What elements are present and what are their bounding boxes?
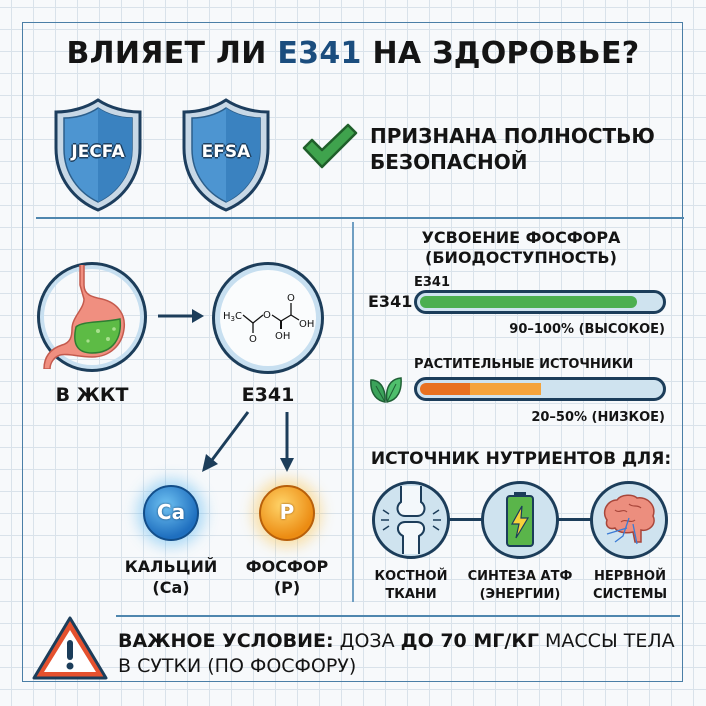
calcium-label-line2: (Ca): [152, 578, 190, 597]
shield-icon: [54, 98, 142, 212]
phosphorus-element: P: [259, 485, 315, 541]
atp-label-line1: СИНТЕЗА АТФ: [467, 569, 573, 584]
bar2-fill-high: [470, 383, 541, 395]
nervous-label-line1: НЕРВНОЙ: [593, 569, 666, 584]
warning-dose: ДО 70 МГ/КГ: [400, 630, 539, 652]
svg-text:OH: OH: [299, 319, 314, 330]
warning-line-2: В СУТКИ (ПО ФОСФОРУ): [118, 655, 357, 677]
section-divider-top: [36, 217, 684, 219]
safety-status: ПРИЗНАНА ПОЛНОСТЬЮ БЕЗОПАСНОЙ: [370, 123, 655, 175]
calcium-symbol: Ca: [156, 500, 186, 524]
efsa-shield: EFSA: [176, 96, 276, 214]
bar1-fill: [420, 296, 637, 308]
svg-text:H3C: H3C: [223, 311, 242, 323]
warning-normal-1: ДОЗА: [333, 630, 401, 652]
status-line-2: БЕЗОПАСНОЙ: [370, 150, 528, 174]
nervous-label-line2: СИСТЕМЫ: [592, 587, 668, 602]
gi-tract-label: В ЖКТ: [55, 384, 129, 406]
title-highlight: E341: [277, 36, 362, 71]
section-divider-bottom: [116, 615, 680, 617]
stomach-icon: [43, 265, 126, 369]
jecfa-shield: JECFA: [48, 96, 148, 214]
svg-text:O: O: [287, 293, 295, 304]
shield-label: EFSA: [201, 142, 251, 162]
check-icon: [302, 123, 358, 169]
phosphorus-label-line2: (P): [273, 578, 301, 597]
warning-normal-2: МАССЫ ТЕЛА: [538, 630, 675, 652]
warning-line-1: ВАЖНОЕ УСЛОВИЕ: ДОЗА ДО 70 МГ/КГ МАССЫ Т…: [118, 629, 675, 654]
infographic-frame: [22, 22, 683, 682]
shield-label: JECFA: [71, 142, 125, 162]
bone-label-line1: КОСТНОЙ: [374, 569, 448, 584]
section-divider-vertical: [352, 222, 354, 602]
bar2-fill-low: [420, 383, 470, 395]
plant-bioavailability-bar: [414, 377, 666, 401]
svg-text:O: O: [263, 310, 271, 321]
svg-text:O: O: [249, 334, 257, 345]
brain-icon: [603, 494, 655, 545]
stomach-circle: [37, 262, 147, 372]
bar1-side-label: E341: [368, 292, 413, 311]
phosphorus-label-line1: ФОСФОР: [245, 557, 329, 576]
bioavailability-title-line1: УСВОЕНИЕ ФОСФОРА: [421, 228, 621, 247]
bioavailability-title-line2: (БИОДОСТУПНОСТЬ): [425, 248, 617, 267]
bone-circle: [372, 481, 450, 559]
nutrients-title: ИСТОЧНИК НУТРИЕНТОВ ДЛЯ:: [370, 449, 672, 469]
molecule-circle: H3C O O OH O OH: [212, 262, 324, 374]
bar2-caption: РАСТИТЕЛЬНЫЕ ИСТОЧНИКИ: [414, 357, 634, 372]
bioavailability-title: УСВОЕНИЕ ФОСФОРА (БИОДОСТУПНОСТЬ): [360, 228, 682, 268]
bar1-value: 90–100% (ВЫСОКОЕ): [509, 322, 665, 337]
title-suffix: НА ЗДОРОВЬЕ?: [361, 36, 640, 71]
arrows-down-icon: [202, 411, 294, 472]
battery-circle: [481, 481, 559, 559]
warning-title: ВАЖНОЕ УСЛОВИЕ:: [118, 630, 334, 652]
calcium-element: Ca: [143, 485, 199, 541]
arrow-right-icon: [158, 309, 204, 323]
phosphorus-symbol: P: [279, 500, 295, 524]
page-title: ВЛИЯЕТ ЛИ E341 НА ЗДОРОВЬЕ?: [0, 36, 706, 71]
warning-icon: [32, 616, 108, 680]
calcium-label-line1: КАЛЬЦИЙ: [124, 557, 218, 576]
phosphorus-label: ФОСФОР (P): [232, 556, 342, 598]
molecule-icon: H3C O O OH O OH: [223, 293, 314, 345]
atp-label: СИНТЕЗА АТФ (ЭНЕРГИИ): [460, 568, 580, 604]
bar2-value: 20–50% (НИЗКОЕ): [531, 410, 665, 425]
title-prefix: ВЛИЯЕТ ЛИ: [66, 36, 278, 71]
bone-label-line2: ТКАНИ: [385, 587, 437, 602]
leaf-icon: [370, 377, 402, 403]
nervous-label: НЕРВНОЙ СИСТЕМЫ: [582, 568, 678, 604]
e341-label: E341: [241, 384, 295, 406]
svg-text:OH: OH: [275, 331, 290, 342]
atp-label-line2: (ЭНЕРГИИ): [479, 587, 561, 602]
shield-icon: [182, 98, 270, 212]
bone-label: КОСТНОЙ ТКАНИ: [362, 568, 460, 604]
warning-text: ВАЖНОЕ УСЛОВИЕ: ДОЗА ДО 70 МГ/КГ МАССЫ Т…: [118, 629, 675, 679]
brain-circle: [590, 481, 668, 559]
bar1-caption: E341: [414, 275, 451, 290]
status-line-1: ПРИЗНАНА ПОЛНОСТЬЮ: [370, 124, 655, 148]
e341-bioavailability-bar: [414, 290, 666, 314]
bone-joint-icon: [381, 486, 441, 554]
calcium-label: КАЛЬЦИЙ (Ca): [112, 556, 230, 598]
battery-icon: [506, 492, 534, 547]
